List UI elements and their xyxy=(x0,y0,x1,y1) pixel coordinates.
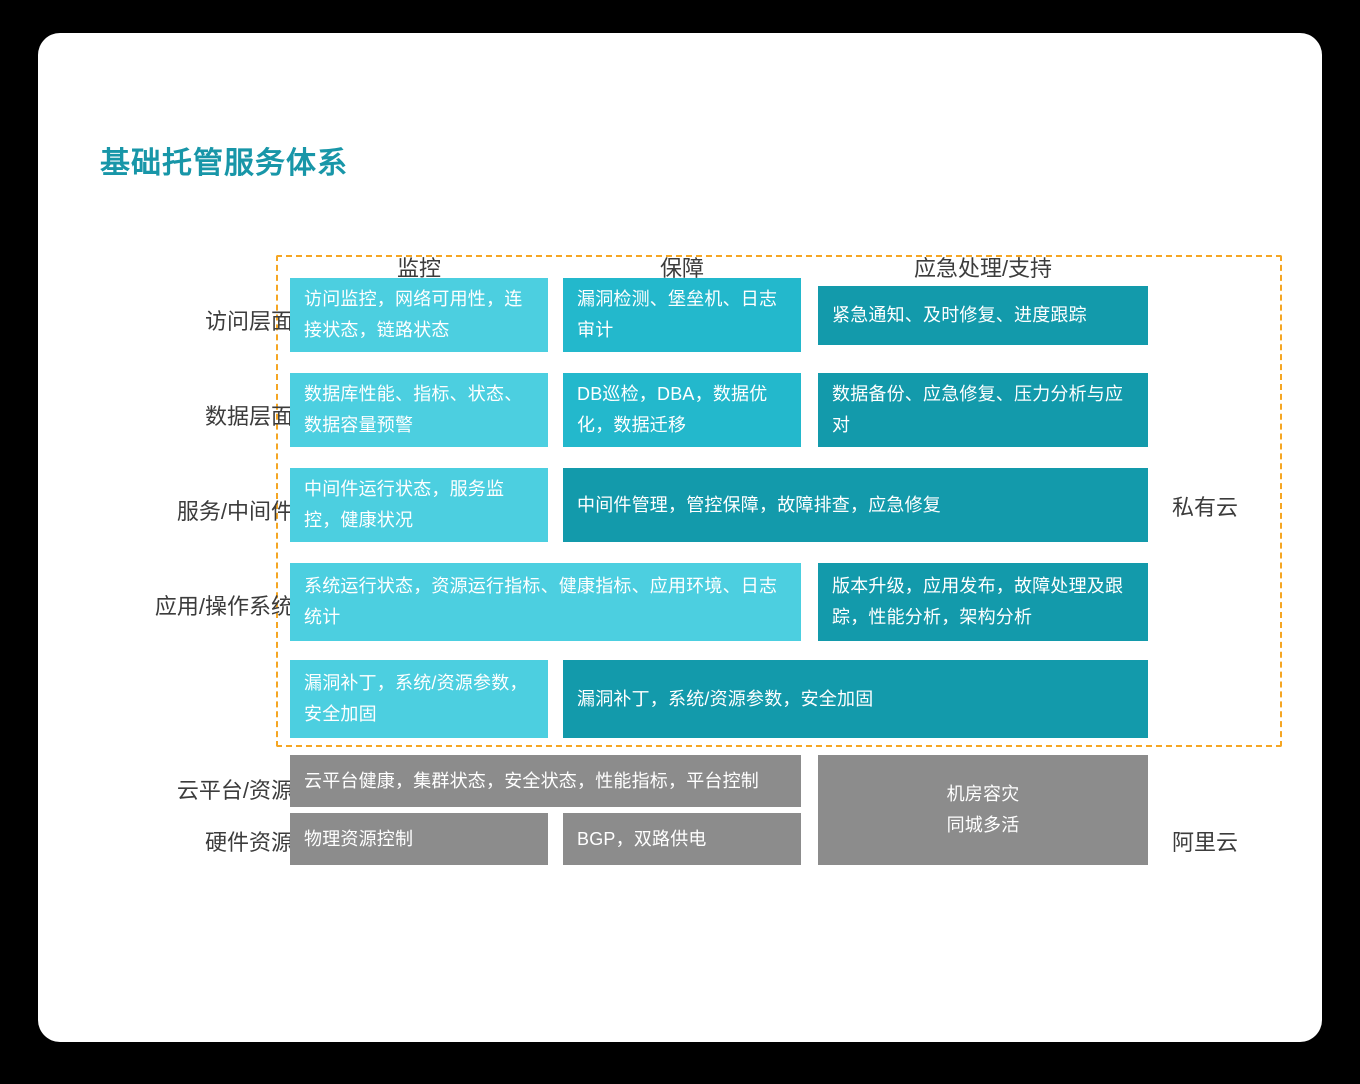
cell-text: 数据备份、应急修复、压力分析与应对 xyxy=(832,384,1124,435)
side-label-private-cloud: 私有云 xyxy=(1172,495,1239,520)
cell-text-line-1: 机房容灾 xyxy=(946,784,1020,804)
diagram-stage: 基础托管服务体系 监控 保障 应急处理/支持 访问层面 数据层面 服务/中间件 … xyxy=(38,33,1322,1042)
column-header-assurance: 保障 xyxy=(659,256,704,281)
cell-text: 漏洞检测、堡垒机、日志审计 xyxy=(577,289,778,340)
cell-text: 中间件管理，管控保障，故障排查，应急修复 xyxy=(577,494,941,515)
cell-hardware-assurance[interactable]: BGP，双路供电 xyxy=(563,813,801,865)
cell-text: DB巡检，DBA，数据优化，数据迁移 xyxy=(577,384,768,435)
cell-service-monitor[interactable]: 中间件运行状态，服务监控，健康状况 xyxy=(290,468,548,542)
cell-patch-monitor[interactable]: 漏洞补丁，系统/资源参数，安全加固 xyxy=(290,660,548,738)
cell-application-monitor-assurance-span[interactable]: 系统运行状态，资源运行指标、健康指标、应用环境、日志统计 xyxy=(290,563,801,641)
cell-service-assurance-emergency-span[interactable]: 中间件管理，管控保障，故障排查，应急修复 xyxy=(563,468,1148,542)
cell-application-emergency[interactable]: 版本升级，应用发布，故障处理及跟踪，性能分析，架构分析 xyxy=(818,563,1148,641)
cell-patch-assurance-emergency-span[interactable]: 漏洞补丁，系统/资源参数，安全加固 xyxy=(563,660,1148,738)
cell-access-monitor[interactable]: 访问监控，网络可用性，连接状态，链路状态 xyxy=(290,278,548,352)
row-label-cloud-platform: 云平台/资源 xyxy=(176,778,293,803)
private-cloud-boundary xyxy=(276,255,1282,747)
row-label-data: 数据层面 xyxy=(204,404,293,429)
cell-data-assurance[interactable]: DB巡检，DBA，数据优化，数据迁移 xyxy=(563,373,801,447)
cell-text: 物理资源控制 xyxy=(304,828,414,849)
cell-data-monitor[interactable]: 数据库性能、指标、状态、数据容量预警 xyxy=(290,373,548,447)
cell-text: BGP，双路供电 xyxy=(577,828,707,849)
cell-text: 数据库性能、指标、状态、数据容量预警 xyxy=(304,384,523,435)
column-header-emergency: 应急处理/支持 xyxy=(913,256,1053,281)
row-label-application-os: 应用/操作系统 xyxy=(154,594,293,619)
cell-cloud-platform-span[interactable]: 云平台健康，集群状态，安全状态，性能指标，平台控制 xyxy=(290,755,801,807)
row-label-service-middleware: 服务/中间件 xyxy=(176,499,293,524)
cell-disaster-recovery[interactable]: 机房容灾 同城多活 xyxy=(818,755,1148,865)
cell-data-emergency[interactable]: 数据备份、应急修复、压力分析与应对 xyxy=(818,373,1148,447)
cell-access-emergency[interactable]: 紧急通知、及时修复、进度跟踪 xyxy=(818,286,1148,345)
cell-text: 紧急通知、及时修复、进度跟踪 xyxy=(832,305,1087,325)
column-header-monitor: 监控 xyxy=(396,256,441,281)
side-label-alicloud: 阿里云 xyxy=(1172,830,1239,855)
cell-text: 漏洞补丁，系统/资源参数，安全加固 xyxy=(577,688,874,709)
cell-text: 漏洞补丁，系统/资源参数，安全加固 xyxy=(304,673,528,724)
diagram-card: 基础托管服务体系 监控 保障 应急处理/支持 访问层面 数据层面 服务/中间件 … xyxy=(38,33,1322,1042)
cell-text-line-2: 同城多活 xyxy=(946,815,1020,835)
page-title: 基础托管服务体系 xyxy=(100,147,348,180)
cell-text: 中间件运行状态，服务监控，健康状况 xyxy=(304,479,505,530)
row-label-access: 访问层面 xyxy=(204,309,293,334)
cell-text: 版本升级，应用发布，故障处理及跟踪，性能分析，架构分析 xyxy=(832,576,1124,627)
cell-access-assurance[interactable]: 漏洞检测、堡垒机、日志审计 xyxy=(563,278,801,352)
cell-text: 访问监控，网络可用性，连接状态，链路状态 xyxy=(304,289,523,340)
cell-text: 云平台健康，集群状态，安全状态，性能指标，平台控制 xyxy=(304,770,759,791)
row-label-hardware: 硬件资源 xyxy=(204,830,293,855)
cell-text: 系统运行状态，资源运行指标、健康指标、应用环境、日志统计 xyxy=(304,576,778,627)
cell-hardware-monitor[interactable]: 物理资源控制 xyxy=(290,813,548,865)
